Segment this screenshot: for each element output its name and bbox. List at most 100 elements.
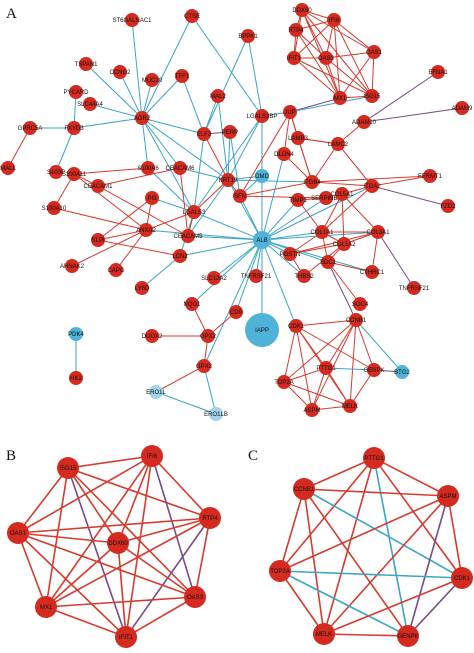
net-a-node-cd9 (229, 305, 243, 319)
net-b-edge-oas1-ifit1 (17, 532, 127, 638)
net-a-node-lgals3bp (255, 109, 269, 123)
net-c-node-top2a (269, 560, 291, 582)
net-a-node-label-ifit1: IFIT1 (287, 56, 302, 62)
net-a-edge-isg15-jup (289, 95, 373, 113)
net-a-node-bppk1 (241, 29, 255, 43)
net-a-edge-alb-cthrc1 (261, 239, 373, 273)
net-a-node-oas1 (367, 45, 381, 59)
net-a-edge-ifi6-oas1 (333, 19, 375, 53)
net-a-edge-alb-serpinb1 (261, 197, 327, 241)
net-a-node-mall (1, 161, 15, 175)
net-a-edge-alb-thbs2 (261, 239, 305, 277)
net-b-node-label-rtp4: RTP4 (202, 516, 218, 522)
net-a-edge-mall-gprc5a (7, 127, 31, 169)
net-a-node-slc44a4 (83, 97, 97, 111)
net-a-edge-ceacam1-ceacam5 (97, 185, 189, 237)
net-a-edge-agr2-ceacam6 (141, 117, 181, 169)
net-b-node-oas1 (7, 522, 29, 544)
net-a-node-genpk (367, 363, 381, 377)
net-a-edge-slc44a4-agr2 (89, 103, 143, 119)
net-a-edge-col1a2-postn (289, 243, 345, 255)
net-a-node-label-dmd: DMD (255, 174, 269, 180)
net-a-node-soc4 (353, 297, 367, 311)
net-a-edge-alb-itga2 (261, 185, 373, 241)
net-a-node-btg2 (395, 365, 409, 379)
net-a-edge-melk-genpk (349, 369, 375, 407)
net-a-edge-anxa2-alb (145, 229, 263, 241)
net-a-edge-col5a1-col1a1 (321, 193, 343, 233)
net-a-node-label-cdk1: CDK1 (288, 324, 305, 330)
net-a-edge-pttg1-genpk (325, 367, 375, 371)
panel-b-letter: B (6, 448, 16, 464)
net-a-node-label-anxa2: ANXA2 (136, 228, 156, 234)
net-a-node-ifit1 (287, 51, 301, 65)
net-a-edge-agr2-s100a6 (141, 117, 149, 169)
net-a-edge-sdc1-soc4 (327, 261, 361, 305)
net-a-edges (7, 9, 463, 415)
net-a-edge-pttg1-top2a (283, 367, 327, 383)
net-a-node-label-s100a6: S100A6 (137, 166, 159, 172)
net-a-edge-ccnb1-aspm (311, 319, 357, 411)
net-a-edge-tff1-agr2 (141, 75, 183, 119)
net-a-edge-ccnb1-top2a (283, 319, 357, 383)
net-c-edge-pttg1-genpk (373, 457, 409, 637)
net-b-node-label-mx1: MX1 (40, 605, 53, 611)
net-a-node-timp1 (291, 193, 305, 207)
net-a-edge-pi3-slpi (97, 197, 153, 241)
net-a-node-label-serpinb1: SERPINB1 (311, 196, 341, 202)
net-a-node-ceacam5 (181, 229, 195, 243)
net-a-edge-itga2-col1a1 (321, 185, 373, 233)
net-a-node-label-lamc2: LAMC2 (328, 142, 349, 148)
net-c-edge-top2a-genpk (279, 570, 409, 637)
net-a-node-gpx3 (197, 359, 211, 373)
net-a-node-ceacam6 (173, 161, 187, 175)
net-a-edge-sdc1-cthrc1 (327, 261, 373, 273)
net-c-edge-top2a-melk (279, 570, 325, 635)
net-b-node-ddx60 (107, 532, 129, 554)
net-a-edge-col5a1-col1a2 (341, 193, 345, 245)
net-c-edge-aspm-genpk (407, 495, 449, 637)
net-a-node-rtp4 (289, 23, 303, 37)
net-b-node-mx1 (35, 596, 57, 618)
net-a-node-nqo1 (185, 297, 199, 311)
net-b-edge-isg15-ifit1 (67, 467, 127, 638)
net-a-node-adam10 (357, 115, 371, 129)
net-c-node-label-top2a: TOP2A (270, 569, 290, 575)
net-a-edge-itgb4-itga2 (311, 181, 373, 187)
net-b-edge-oas1-ddx60 (17, 532, 119, 544)
net-a-edge-ifi6-isg15 (333, 19, 373, 97)
net-a-node-label-ddx60: DDX60 (292, 8, 312, 14)
net-c-node-cdk1 (451, 567, 473, 589)
net-a-node-label-rtp4: RTP4 (288, 28, 304, 34)
net-a-edge-ccnb1-genpk (355, 319, 375, 371)
net-a-node-label-jup: JUP (284, 110, 295, 116)
net-a-node-tff1 (175, 69, 189, 83)
net-a-edge-anxa2-slpi (97, 229, 147, 241)
net-a-edge-ifi6-mx1 (333, 19, 341, 99)
net-a-node-label-btg2: BTG2 (394, 370, 410, 376)
net-a-edge-col5a1-col3a1 (341, 193, 379, 233)
net-a-node-label-mal2: MAL2 (210, 94, 226, 100)
net-a-node-label-hk2: HK2 (70, 376, 82, 382)
net-a-node-label-lgals3bp: LGALS3BP (247, 114, 278, 120)
net-c-edge-cdk1-genpk (407, 577, 463, 637)
net-b-node-ifi6 (141, 445, 163, 467)
net-a-edge-anxa2-capg (115, 229, 147, 271)
net-a-node-label-col1a1: COL1A1 (310, 230, 334, 236)
net-a-node-label-ero1lb: ERO1LB (204, 412, 228, 418)
net-a-node-label-itgb4: ITGB4 (303, 180, 321, 186)
net-a-node-hk2 (69, 371, 83, 385)
net-a-edge-ccng2-agr2 (119, 71, 143, 119)
net-a-edge-lgals3-anxa2 (145, 211, 195, 231)
net-a-node-label-ceacam5: CEACAM5 (173, 234, 203, 240)
net-a-node-label-bppk1: BPPK1 (238, 34, 258, 40)
net-a-node-label-mall: MALL (0, 166, 16, 172)
net-a-edge-elf3-krt19 (203, 133, 229, 181)
net-a-node-pttg1 (319, 361, 333, 375)
net-a-edge-perp-sfn (229, 131, 241, 197)
panel-a-letter: A (6, 6, 17, 22)
net-a-node-label-adam10: ADAM10 (352, 120, 377, 126)
net-a-edge-ccnb1-sdc1 (327, 261, 357, 321)
